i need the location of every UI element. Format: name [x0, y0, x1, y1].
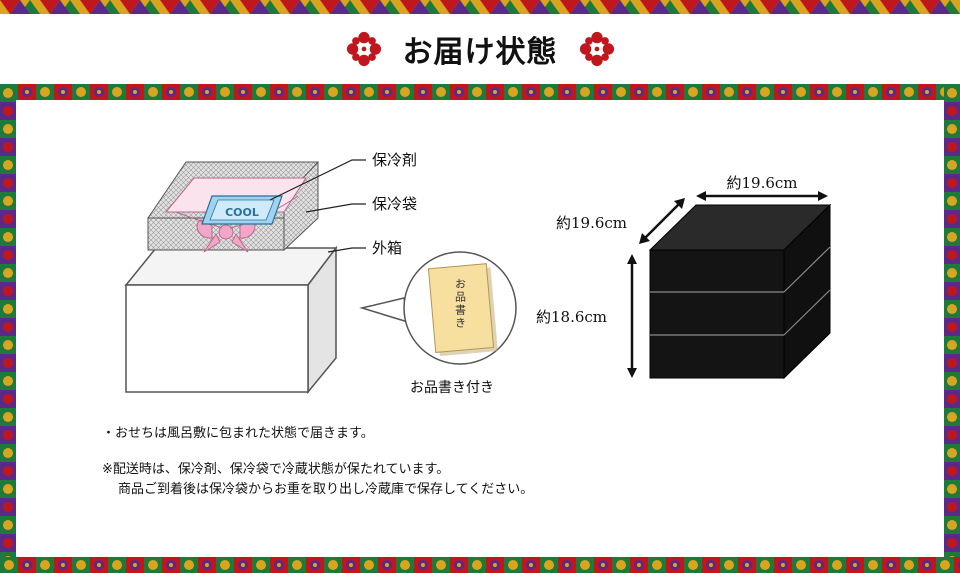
note-storage: 商品ご到着後は保冷袋からお重を取り出し冷蔵庫で保存してください。	[118, 482, 534, 497]
border-pattern-upper	[0, 84, 960, 100]
label-cool-bag: 保冷袋	[372, 195, 417, 213]
label-outer-box: 外箱	[372, 239, 402, 257]
menu-card	[427, 263, 498, 357]
jubako-width-label: 約19.6cm	[726, 174, 797, 192]
border-pattern-bottom	[0, 557, 960, 573]
dimension-arrows	[627, 191, 828, 378]
page-title: お届け状態	[402, 35, 558, 70]
menu-card-bubble	[359, 251, 517, 365]
border-pattern-right	[944, 84, 960, 573]
furoshiki-bow	[175, 195, 299, 253]
flower-crest-icon	[346, 31, 381, 67]
delivery-diagram: COOL 保冷剤 保冷袋 外箱 お品書き お品書き付き	[124, 151, 832, 396]
label-ice-pack: 保冷剤	[372, 151, 417, 169]
menu-card-caption: お品書き付き	[410, 380, 494, 396]
title-band: お届け状態	[0, 14, 960, 84]
flower-crest-icon	[579, 31, 614, 67]
delivery-notes: ・おせちは風呂敷に包まれた状態で届きます。 ※配送時は、保冷剤、保冷袋で冷蔵状態…	[102, 424, 533, 500]
jubako-height-label: 約18.6cm	[536, 308, 607, 326]
content-area: COOL 保冷剤 保冷袋 外箱 お品書き お品書き付き	[16, 100, 944, 557]
jubako-depth-label: 約19.6cm	[556, 214, 627, 232]
cool-pack-label: COOL	[225, 206, 259, 219]
outer-box	[124, 245, 338, 395]
menu-card-text: お品書き	[454, 278, 467, 330]
leader-lines	[269, 159, 366, 253]
border-pattern-left	[0, 84, 16, 573]
cool-pack	[201, 195, 283, 225]
note-furoshiki: ・おせちは風呂敷に包まれた状態で届きます。	[102, 426, 374, 441]
border-pattern-top	[0, 0, 960, 14]
jubako-box	[648, 203, 832, 380]
note-shipping: ※配送時は、保冷剤、保冷袋で冷蔵状態が保たれています。	[102, 462, 450, 477]
